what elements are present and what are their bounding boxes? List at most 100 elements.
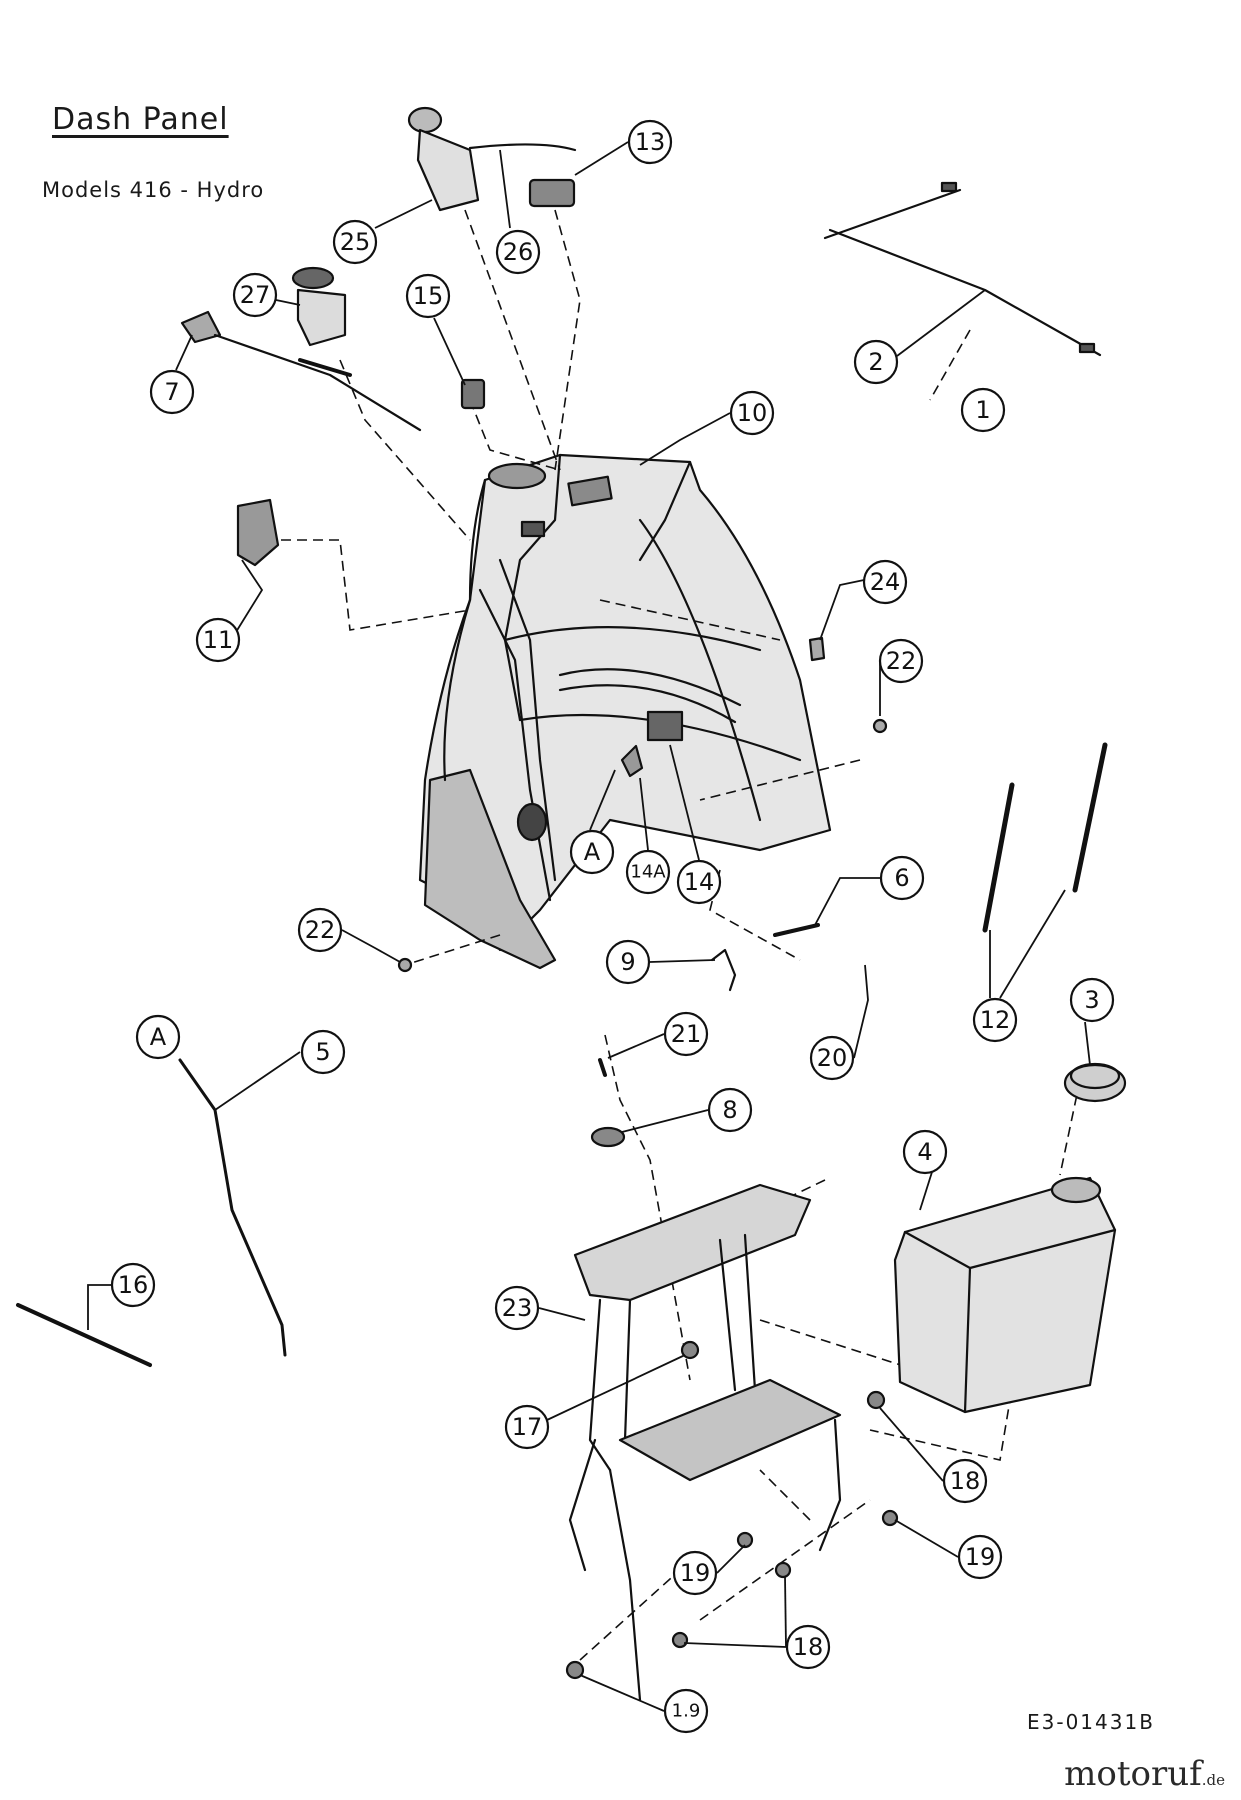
callout-nut-18: 18 <box>785 1624 831 1670</box>
callout-circle <box>707 1087 753 1133</box>
nut-18-lower-part <box>774 1561 792 1579</box>
nut-18-part <box>866 1390 886 1410</box>
callout-circle <box>957 1534 1003 1580</box>
callout-clip-24: 24 <box>862 559 908 605</box>
callout-rod-5: 5 <box>300 1029 346 1075</box>
callout-number: A <box>150 1023 167 1051</box>
callout-number: 26 <box>503 238 534 266</box>
callout-screw-22: 22 <box>297 907 343 953</box>
switch-13-part <box>528 178 576 208</box>
callout-screw-22: 22 <box>878 638 924 684</box>
screw-22-part <box>872 718 888 734</box>
callout-number: 17 <box>512 1413 543 1441</box>
callout-number: 27 <box>240 281 271 309</box>
callout-pin-6: 6 <box>879 855 925 901</box>
callout-circle <box>862 559 908 605</box>
cable-7-part <box>180 310 422 432</box>
callout-dash-panel-10: 10 <box>729 390 775 436</box>
callout-circle <box>110 1262 156 1308</box>
callout-circle <box>232 272 278 318</box>
callout-bracket-25: 25 <box>332 219 378 265</box>
callout-switch-13: 13 <box>627 119 673 165</box>
knob-27-part <box>291 266 347 347</box>
callout-key-14a: 14A <box>625 849 671 895</box>
dash-panel-body <box>418 453 832 970</box>
callout-circle <box>332 219 378 265</box>
screw-21-part <box>598 1058 607 1077</box>
callout-number: 18 <box>950 1467 981 1495</box>
pin-6-part <box>773 923 820 937</box>
spring-9-part <box>710 948 737 992</box>
cable-26-part <box>468 143 577 152</box>
callout-circle <box>663 1011 709 1057</box>
document-number: E3-01431B <box>1027 1710 1155 1734</box>
callout-tie-12: 12 <box>972 997 1018 1043</box>
callout-number: 23 <box>502 1294 533 1322</box>
nut-18-lowest-part <box>671 1631 689 1649</box>
callout-bolt-19: 19 <box>672 1550 718 1596</box>
assembly-dashed-lines <box>265 209 1081 1661</box>
callout-circle <box>195 617 241 663</box>
callout-number: 14 <box>684 868 715 896</box>
callout-bracket-11: 11 <box>195 617 241 663</box>
tie-16-part <box>16 1303 152 1367</box>
bracket-25-part <box>407 106 480 212</box>
callout-number: 18 <box>793 1633 824 1661</box>
callout-circle <box>879 855 925 901</box>
callout-number: A <box>584 838 601 866</box>
callout-number: 25 <box>340 228 371 256</box>
nut-17-part <box>680 1340 700 1360</box>
callout-number: 13 <box>635 128 666 156</box>
callout-circle <box>672 1550 718 1596</box>
callout-circle <box>878 638 924 684</box>
callout-circle <box>785 1624 831 1670</box>
callout-number: 1 <box>975 396 990 424</box>
tank-4-part <box>893 1176 1117 1414</box>
callout-number: 22 <box>305 916 336 944</box>
callout-number: 19 <box>965 1543 996 1571</box>
bracket-11-part <box>236 498 280 567</box>
callout-circle <box>663 1688 709 1734</box>
callout-bolt-19: 19 <box>957 1534 1003 1580</box>
callout-ref-a: A <box>135 1014 181 1060</box>
callout-cable-7: 7 <box>149 369 195 415</box>
bracket-23-part <box>568 1183 842 1702</box>
callout-spring-9: 9 <box>605 939 651 985</box>
cap-3-part <box>1063 1062 1127 1103</box>
diagram-title: Dash Panel <box>52 102 229 137</box>
callout-number: 24 <box>870 568 901 596</box>
callout-number: 7 <box>164 378 179 406</box>
clip-24-part <box>808 636 826 662</box>
rod-5-part <box>178 1058 287 1357</box>
callout-number: 16 <box>118 1271 149 1299</box>
callout-number: 15 <box>413 282 444 310</box>
callout-circle <box>605 939 651 985</box>
callout-nut-17: 17 <box>504 1404 550 1450</box>
callout-switch-15: 15 <box>405 273 451 319</box>
callout-number: 12 <box>980 1006 1011 1034</box>
callout-bolt-19: 1.9 <box>663 1688 709 1734</box>
callout-circle <box>494 1285 540 1331</box>
callout-circle <box>569 829 615 875</box>
callout-grommet-8: 8 <box>707 1087 753 1133</box>
callout-tie-16: 16 <box>110 1262 156 1308</box>
bolt-19-right-part <box>881 1509 899 1527</box>
callout-screw-20: 20 <box>809 1035 855 1081</box>
callout-circle <box>809 1035 855 1081</box>
callout-switch-14: 14 <box>676 859 722 905</box>
callout-circle <box>405 273 451 319</box>
callout-clip-1: 1 <box>960 387 1006 433</box>
callout-number: 10 <box>737 399 768 427</box>
callout-circle <box>676 859 722 905</box>
callout-screw-21: 21 <box>663 1011 709 1057</box>
callout-knob-27: 27 <box>232 272 278 318</box>
callout-circle <box>149 369 195 415</box>
callout-circle <box>135 1014 181 1060</box>
callout-circle <box>495 229 541 275</box>
callout-number: 6 <box>894 864 909 892</box>
watermark-tld: .de <box>1201 1771 1225 1789</box>
callout-number: 11 <box>203 626 234 654</box>
callout-circle <box>902 1129 948 1175</box>
leader-lines <box>87 141 1091 1712</box>
